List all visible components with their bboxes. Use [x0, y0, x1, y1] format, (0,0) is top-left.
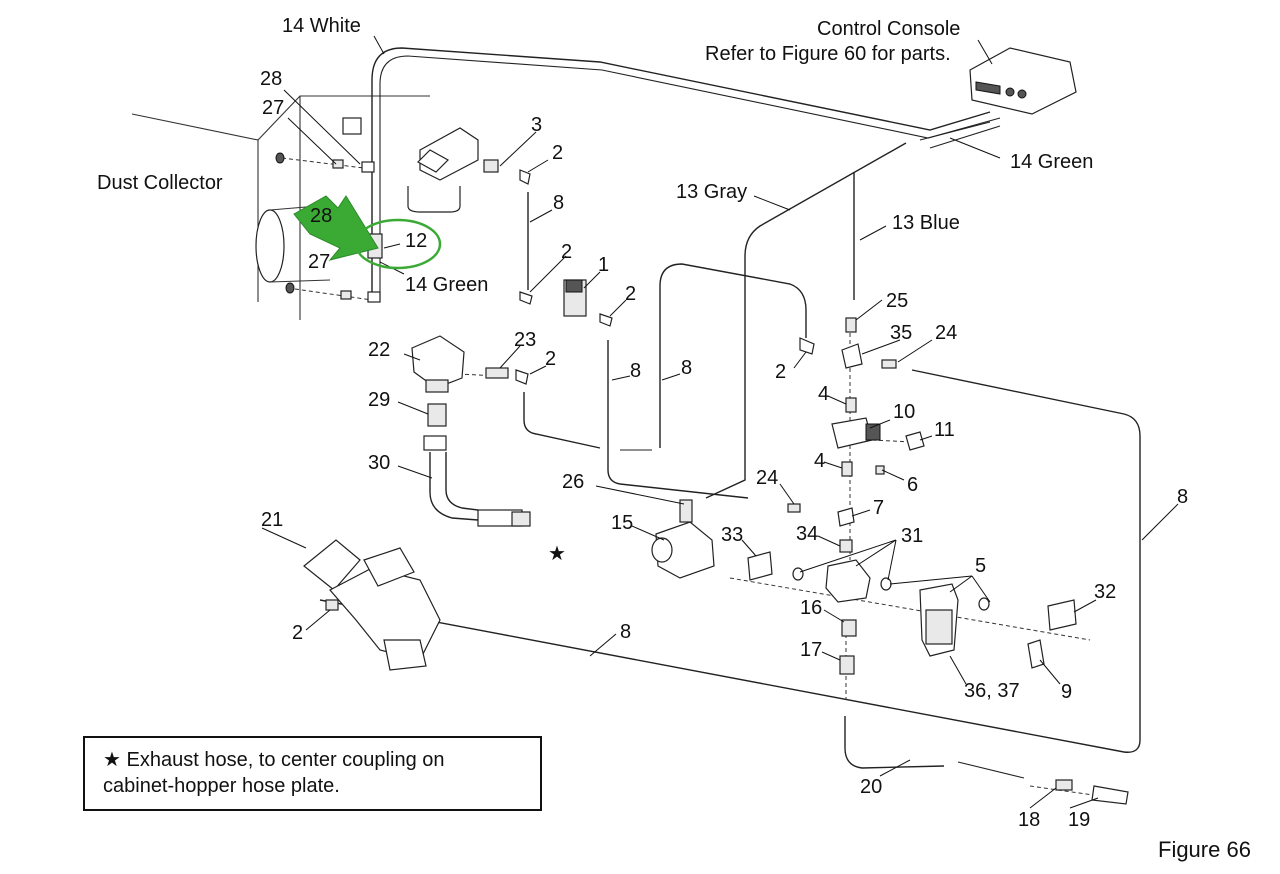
callout-2: 2	[545, 348, 556, 370]
label-control-console: Control Console	[817, 18, 960, 40]
callout-27: 27	[308, 251, 330, 273]
callout-8: 8	[1177, 486, 1188, 508]
callout-29: 29	[368, 389, 390, 411]
callout-15: 15	[611, 512, 633, 534]
callout-8: 8	[630, 360, 641, 382]
legend-note-text-2: cabinet-hopper hose plate.	[103, 775, 340, 797]
label-14-white: 14 White	[282, 15, 361, 37]
callout-8: 8	[553, 192, 564, 214]
callout-2: 2	[625, 283, 636, 305]
leader-lines	[261, 35, 1179, 809]
callout-8: 8	[620, 621, 631, 643]
callout-11: 11	[934, 419, 955, 441]
label-console-refer: Refer to Figure 60 for parts.	[705, 43, 951, 65]
legend-note: ★ Exhaust hose, to center coupling on ca…	[83, 736, 542, 811]
callout-21: 21	[261, 509, 283, 531]
star-icon: ★	[103, 749, 121, 771]
callout-2: 2	[292, 622, 303, 644]
callout-17: 17	[800, 639, 822, 661]
callout-20: 20	[860, 776, 882, 798]
callout-33: 33	[721, 524, 743, 546]
callout-36-37: 36, 37	[964, 680, 1020, 702]
callout-3: 3	[531, 114, 542, 136]
dust-collector-wall	[131, 95, 430, 320]
callouts: 28 27 28 27 3 2 8 12 2 1 2 22 23 2 29 30…	[260, 68, 1188, 831]
callout-2: 2	[561, 241, 572, 263]
label-13-gray: 13 Gray	[676, 181, 747, 203]
legend-note-line-1: ★ Exhaust hose, to center coupling on	[103, 747, 540, 773]
callout-10: 10	[893, 401, 915, 423]
callout-28: 28	[310, 205, 332, 227]
callout-2: 2	[775, 361, 786, 383]
label-14-green-left: 14 Green	[405, 274, 488, 296]
figure-label: Figure 66	[1158, 837, 1251, 862]
callout-32: 32	[1094, 581, 1116, 603]
label-13-blue: 13 Blue	[892, 212, 960, 234]
callout-6: 6	[907, 474, 918, 496]
callout-35: 35	[890, 322, 912, 344]
callout-28: 28	[260, 68, 282, 90]
legend-note-text-1: Exhaust hose, to center coupling on	[126, 749, 445, 771]
callout-7: 7	[873, 497, 884, 519]
name-labels: 14 White Control Console Refer to Figure…	[97, 15, 1093, 296]
callout-4: 4	[814, 450, 825, 472]
callout-22: 22	[368, 339, 390, 361]
callout-4: 4	[818, 383, 829, 405]
callout-26: 26	[562, 471, 584, 493]
callout-31: 31	[901, 525, 923, 547]
label-14-green-top: 14 Green	[1010, 151, 1093, 173]
callout-18: 18	[1018, 809, 1040, 831]
callout-5: 5	[975, 555, 986, 577]
callout-34: 34	[796, 523, 818, 545]
callout-16: 16	[800, 597, 822, 619]
callout-27: 27	[262, 97, 284, 119]
callout-24: 24	[756, 467, 778, 489]
callout-19: 19	[1068, 809, 1090, 831]
callout-30: 30	[368, 452, 390, 474]
highlight-circle	[354, 218, 442, 270]
callout-1: 1	[598, 254, 609, 276]
callout-24: 24	[935, 322, 957, 344]
parts: ★	[275, 47, 1129, 805]
callout-2: 2	[552, 142, 563, 164]
callout-25: 25	[886, 290, 908, 312]
svg-text:★: ★	[548, 543, 566, 565]
callout-23: 23	[514, 329, 536, 351]
label-dust-collector: Dust Collector	[97, 172, 223, 194]
callout-8: 8	[681, 357, 692, 379]
callout-9: 9	[1061, 681, 1072, 703]
callout-12: 12	[405, 230, 427, 252]
highlight-group	[293, 195, 442, 270]
